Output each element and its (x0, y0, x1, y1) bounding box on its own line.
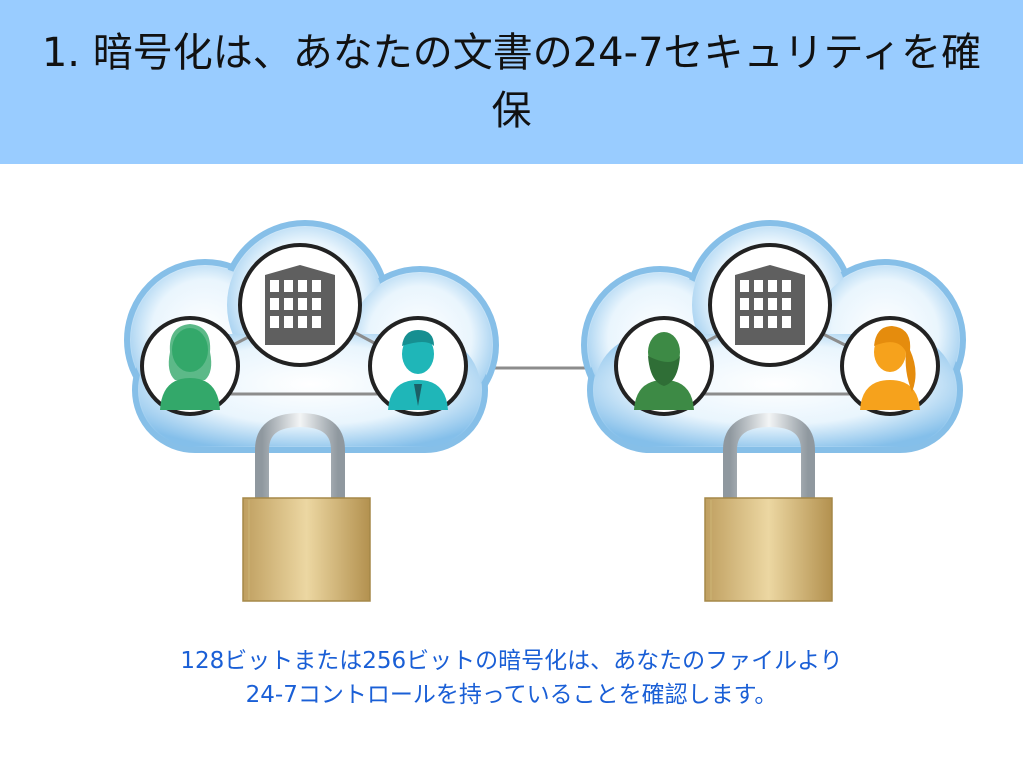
woman-avatar-icon (140, 316, 240, 416)
ponytail-woman-avatar-icon (840, 316, 940, 416)
office-building-icon (708, 243, 832, 367)
caption-line-1: 128ビットまたは256ビットの暗号化は、あなたのファイルより (180, 648, 843, 674)
padlock-icon (242, 412, 371, 602)
padlock-icon (704, 412, 833, 602)
encrypted-cloud-illustration (124, 220, 966, 602)
slide-caption: 128ビットまたは256ビットの暗号化は、あなたのファイルより 24-7コントロ… (40, 644, 983, 712)
office-building-icon (238, 243, 362, 367)
caption-line-2: 24-7コントロールを持っていることを確認します。 (245, 682, 778, 708)
cloud-right (581, 220, 966, 602)
slide-title: 1. 暗号化は、あなたの文書の24-7セキュリティを確保 (41, 30, 982, 134)
cloud-left (124, 220, 499, 602)
man-avatar-icon (368, 316, 468, 416)
bearded-man-avatar-icon (614, 316, 714, 416)
title-bar: 1. 暗号化は、あなたの文書の24-7セキュリティを確保 (0, 0, 1023, 164)
